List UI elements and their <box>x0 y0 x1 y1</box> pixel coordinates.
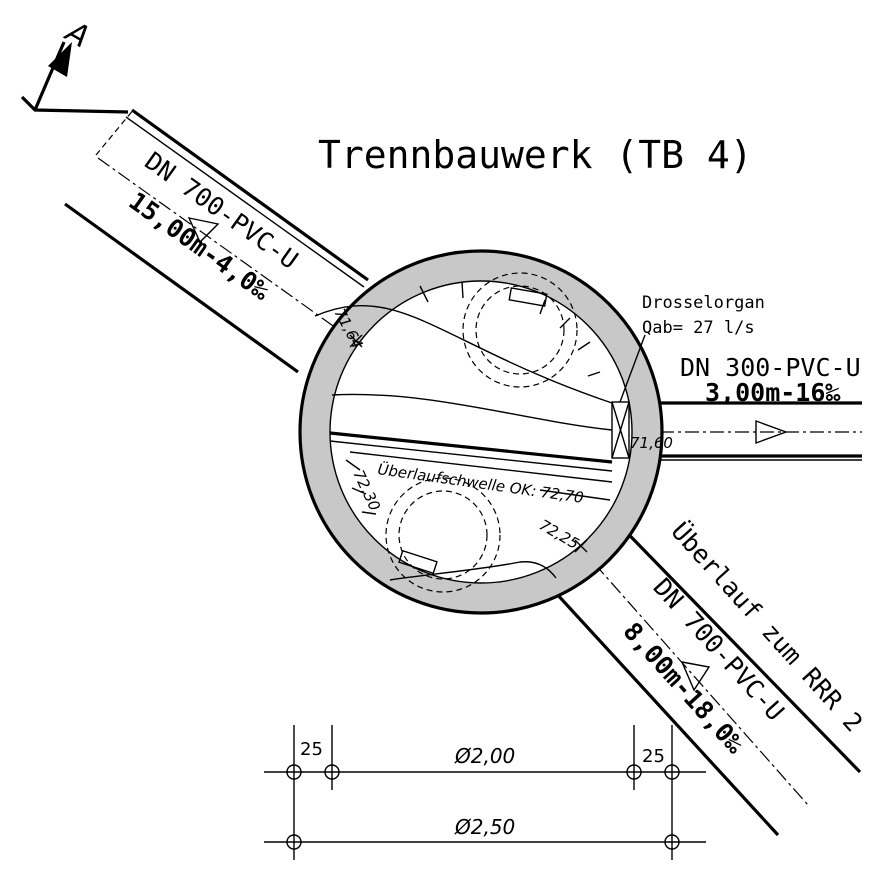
overflow-pipe <box>531 503 862 837</box>
section-marker-label: A <box>58 14 95 56</box>
level-marks <box>349 334 588 553</box>
page-title: Trennbauwerk (TB 4) <box>318 133 753 177</box>
outlet-pipe <box>610 401 862 461</box>
outlet-flow-arrow-icon <box>755 419 789 445</box>
inlet-pipe <box>64 108 561 489</box>
outlet-pipe-length-slope: 3,00m-16‰ <box>705 378 841 407</box>
inner-diameter-dim: Ø2,00 <box>454 744 515 768</box>
shaft-wall <box>298 249 664 615</box>
step-iron-bottom <box>398 549 438 575</box>
throttle-flow: Qab= 27 l/s <box>642 318 755 338</box>
throttle-name: Drosselorgan <box>642 293 765 313</box>
shaft-interior <box>314 281 613 581</box>
dimension-lines <box>264 725 706 860</box>
wall-dim-right: 25 <box>642 746 665 767</box>
section-marker: A <box>20 14 129 114</box>
step-iron-top <box>508 287 548 307</box>
overflow-flow-arrow-icon <box>680 661 711 692</box>
access-openings <box>385 272 578 593</box>
outlet-pipe-label: DN 300-PVC-U <box>680 353 861 382</box>
throttle-device <box>611 334 646 459</box>
section-arrow-icon <box>48 42 72 77</box>
outlet-invert-level: 71,60 <box>630 434 673 452</box>
wall-dim-left: 25 <box>300 739 323 760</box>
inlet-flow-arrow-icon <box>187 217 220 244</box>
outer-diameter-dim: Ø2,50 <box>454 815 515 839</box>
